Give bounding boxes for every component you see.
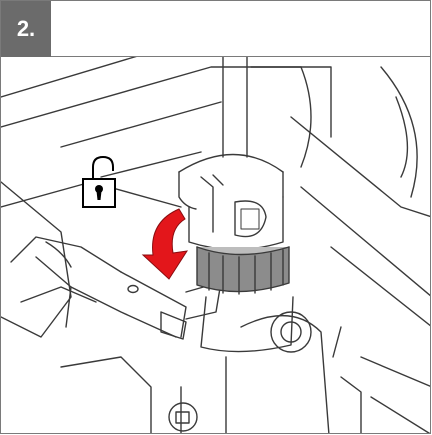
rotate-arrow-icon [141,208,189,280]
mechanism-illustration [1,57,430,433]
knurled-ring [196,246,290,295]
vertical-rod [222,57,248,158]
clamp-collar [178,153,284,251]
unlocked-padlock-icon [82,155,116,208]
step-header: 2. [1,1,430,57]
step-number-badge: 2. [1,1,51,57]
background-frame [1,57,430,387]
release-lever [1,181,222,433]
lower-bracket [168,296,430,433]
